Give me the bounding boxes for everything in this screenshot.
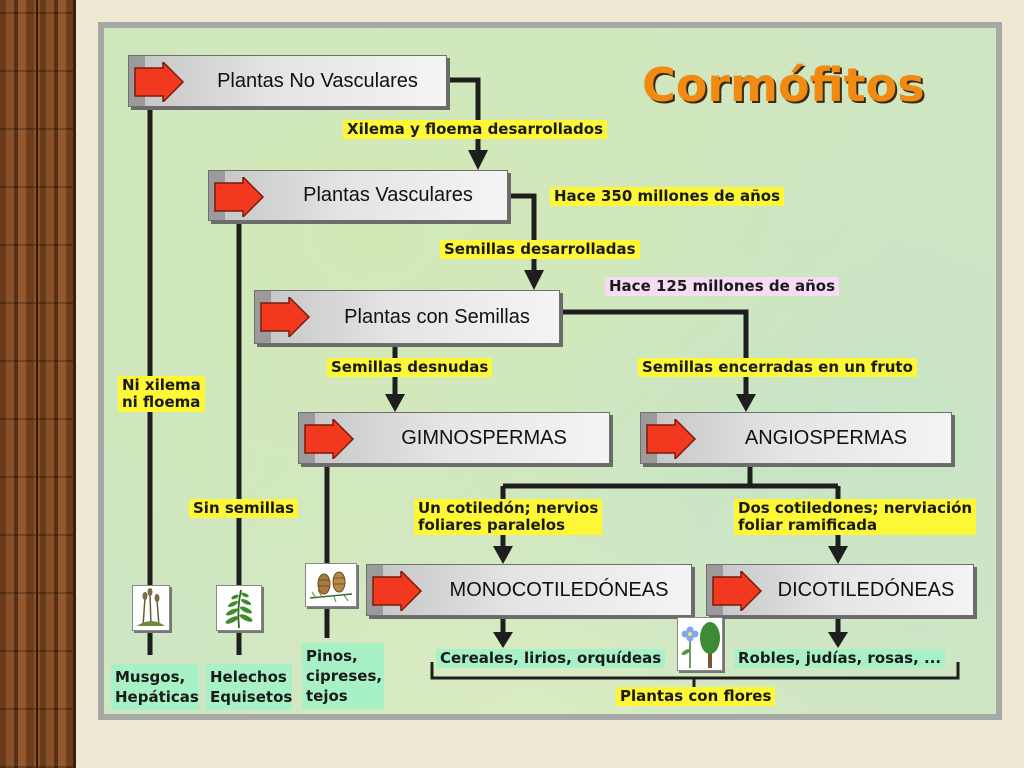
label-helechos-equisetos: Helechos Equisetos [206,664,292,710]
wood-border-decoration [0,0,76,768]
wood-seam [36,0,38,768]
label-hace-350: Hace 350 millones de años [550,187,785,206]
arrowhead-gimno [385,394,405,412]
label-musgos-hepaticas: Musgos, Hepáticas [111,664,199,710]
line-semillas-to-angio [560,309,749,400]
pine-cone-icon [305,563,357,607]
label-sin-semillas: Sin semillas [189,499,299,518]
label-pinos-cipreses-tejos: Pinos, cipreses, tejos [302,643,384,709]
red-arrow-icon [260,297,311,337]
box-label: Plantas con Semillas [344,305,530,328]
box-label: DICOTILEDÓNEAS [777,578,955,601]
arrowhead-robles [828,632,848,648]
arrowhead-vasc [468,150,488,170]
label-semillas-desarrolladas: Semillas desarrolladas [440,240,640,259]
line-vasc-to-semillas [508,193,537,280]
box-label: Plantas No Vasculares [217,69,418,92]
label-line: Pinos, [306,647,358,665]
page-title: Cormófitos [642,58,925,112]
box-label: ANGIOSPERMAS [744,426,908,449]
label-semillas-encerradas: Semillas encerradas en un fruto [638,358,917,377]
box-angiospermas: ANGIOSPERMAS [640,412,952,464]
label-line: Equisetos [210,688,293,706]
box-plantas-vasculares: Plantas Vasculares [208,170,508,221]
box-label: Plantas Vasculares [303,184,473,206]
arrowhead-angio [736,394,756,412]
label-cereales-lirios-orquideas: Cereales, lirios, orquídeas [436,649,666,668]
label-line: tejos [306,687,348,705]
label-hace-125: Hace 125 millones de años [605,277,840,296]
box-plantas-con-semillas: Plantas con Semillas [254,290,560,344]
label-un-cotiledon: Un cotiledón; nervios foliares paralelos [414,499,603,535]
label-line: cipreses, [306,667,383,685]
arrowhead-semillas [524,270,544,290]
label-line: Musgos, [115,668,186,686]
arrowhead-mono [493,546,513,564]
arrowhead-cereales [493,632,513,648]
label-semillas-desnudas: Semillas desnudas [327,358,493,377]
bracket-plantas-con-flores [430,662,960,688]
box-plantas-no-vasculares: Plantas No Vasculares [128,55,447,107]
label-plantas-con-flores: Plantas con flores [616,687,776,706]
label-line: Helechos [210,668,287,686]
red-arrow-icon [304,419,355,459]
flower-and-tree-icon [677,617,723,671]
label-line: Dos cotiledones; nerviación [738,499,973,517]
label-line: Hepáticas [115,688,199,706]
red-arrow-icon [214,177,265,217]
label-line: Ni xilema [122,376,201,394]
label-line: ni floema [122,393,201,411]
red-arrow-icon [646,419,697,459]
red-arrow-icon [712,571,763,611]
moss-plant-icon [132,585,170,631]
red-arrow-icon [372,571,423,611]
label-dos-cotiledones: Dos cotiledones; nerviación foliar ramif… [734,499,977,535]
label-xilema-floema: Xilema y floema desarrollados [343,120,608,139]
box-label: GIMNOSPERMAS [401,426,567,449]
box-monocotiledoneas: MONOCOTILEDÓNEAS [366,564,692,616]
label-ni-xilema-ni-floema: Ni xilema ni floema [118,376,205,412]
label-line: Un cotiledón; nervios [418,499,599,517]
arrowhead-dico [828,546,848,564]
label-line: foliares paralelos [418,516,566,534]
fern-leaf-icon [216,585,262,631]
label-line: foliar ramificada [738,516,878,534]
box-label: MONOCOTILEDÓNEAS [449,578,669,601]
box-gimnospermas: GIMNOSPERMAS [298,412,610,464]
box-dicotiledoneas: DICOTILEDÓNEAS [706,564,974,616]
red-arrow-icon [134,62,185,102]
label-robles-judias-rosas: Robles, judías, rosas, ... [734,649,946,668]
